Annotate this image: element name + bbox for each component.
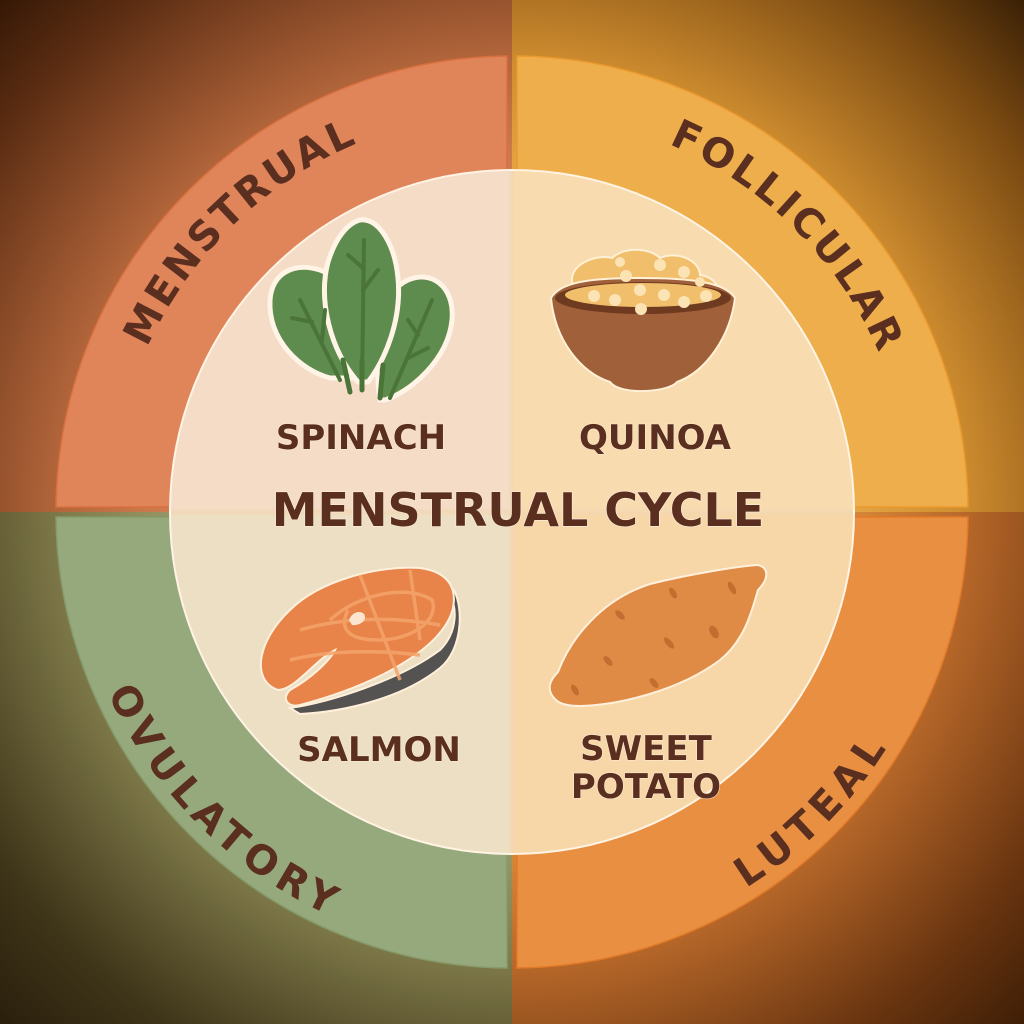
- food-label-salmon: SALMON: [297, 730, 461, 770]
- salmon-steak-icon: [260, 566, 461, 716]
- inner-circle-outline: [169, 169, 855, 855]
- food-label-quinoa: QUINOA: [579, 418, 732, 458]
- diagram-title: MENSTRUAL CYCLE: [272, 483, 764, 537]
- food-label-potato: POTATO: [571, 767, 721, 807]
- food-label-sweet: SWEET: [580, 729, 712, 769]
- sweet-potato-icon: [548, 563, 768, 708]
- quinoa-bowl-icon: [549, 248, 737, 393]
- inner-quadrant-luteal: [512, 512, 854, 854]
- spinach-icon: [267, 217, 455, 403]
- food-label-spinach: SPINACH: [276, 418, 446, 458]
